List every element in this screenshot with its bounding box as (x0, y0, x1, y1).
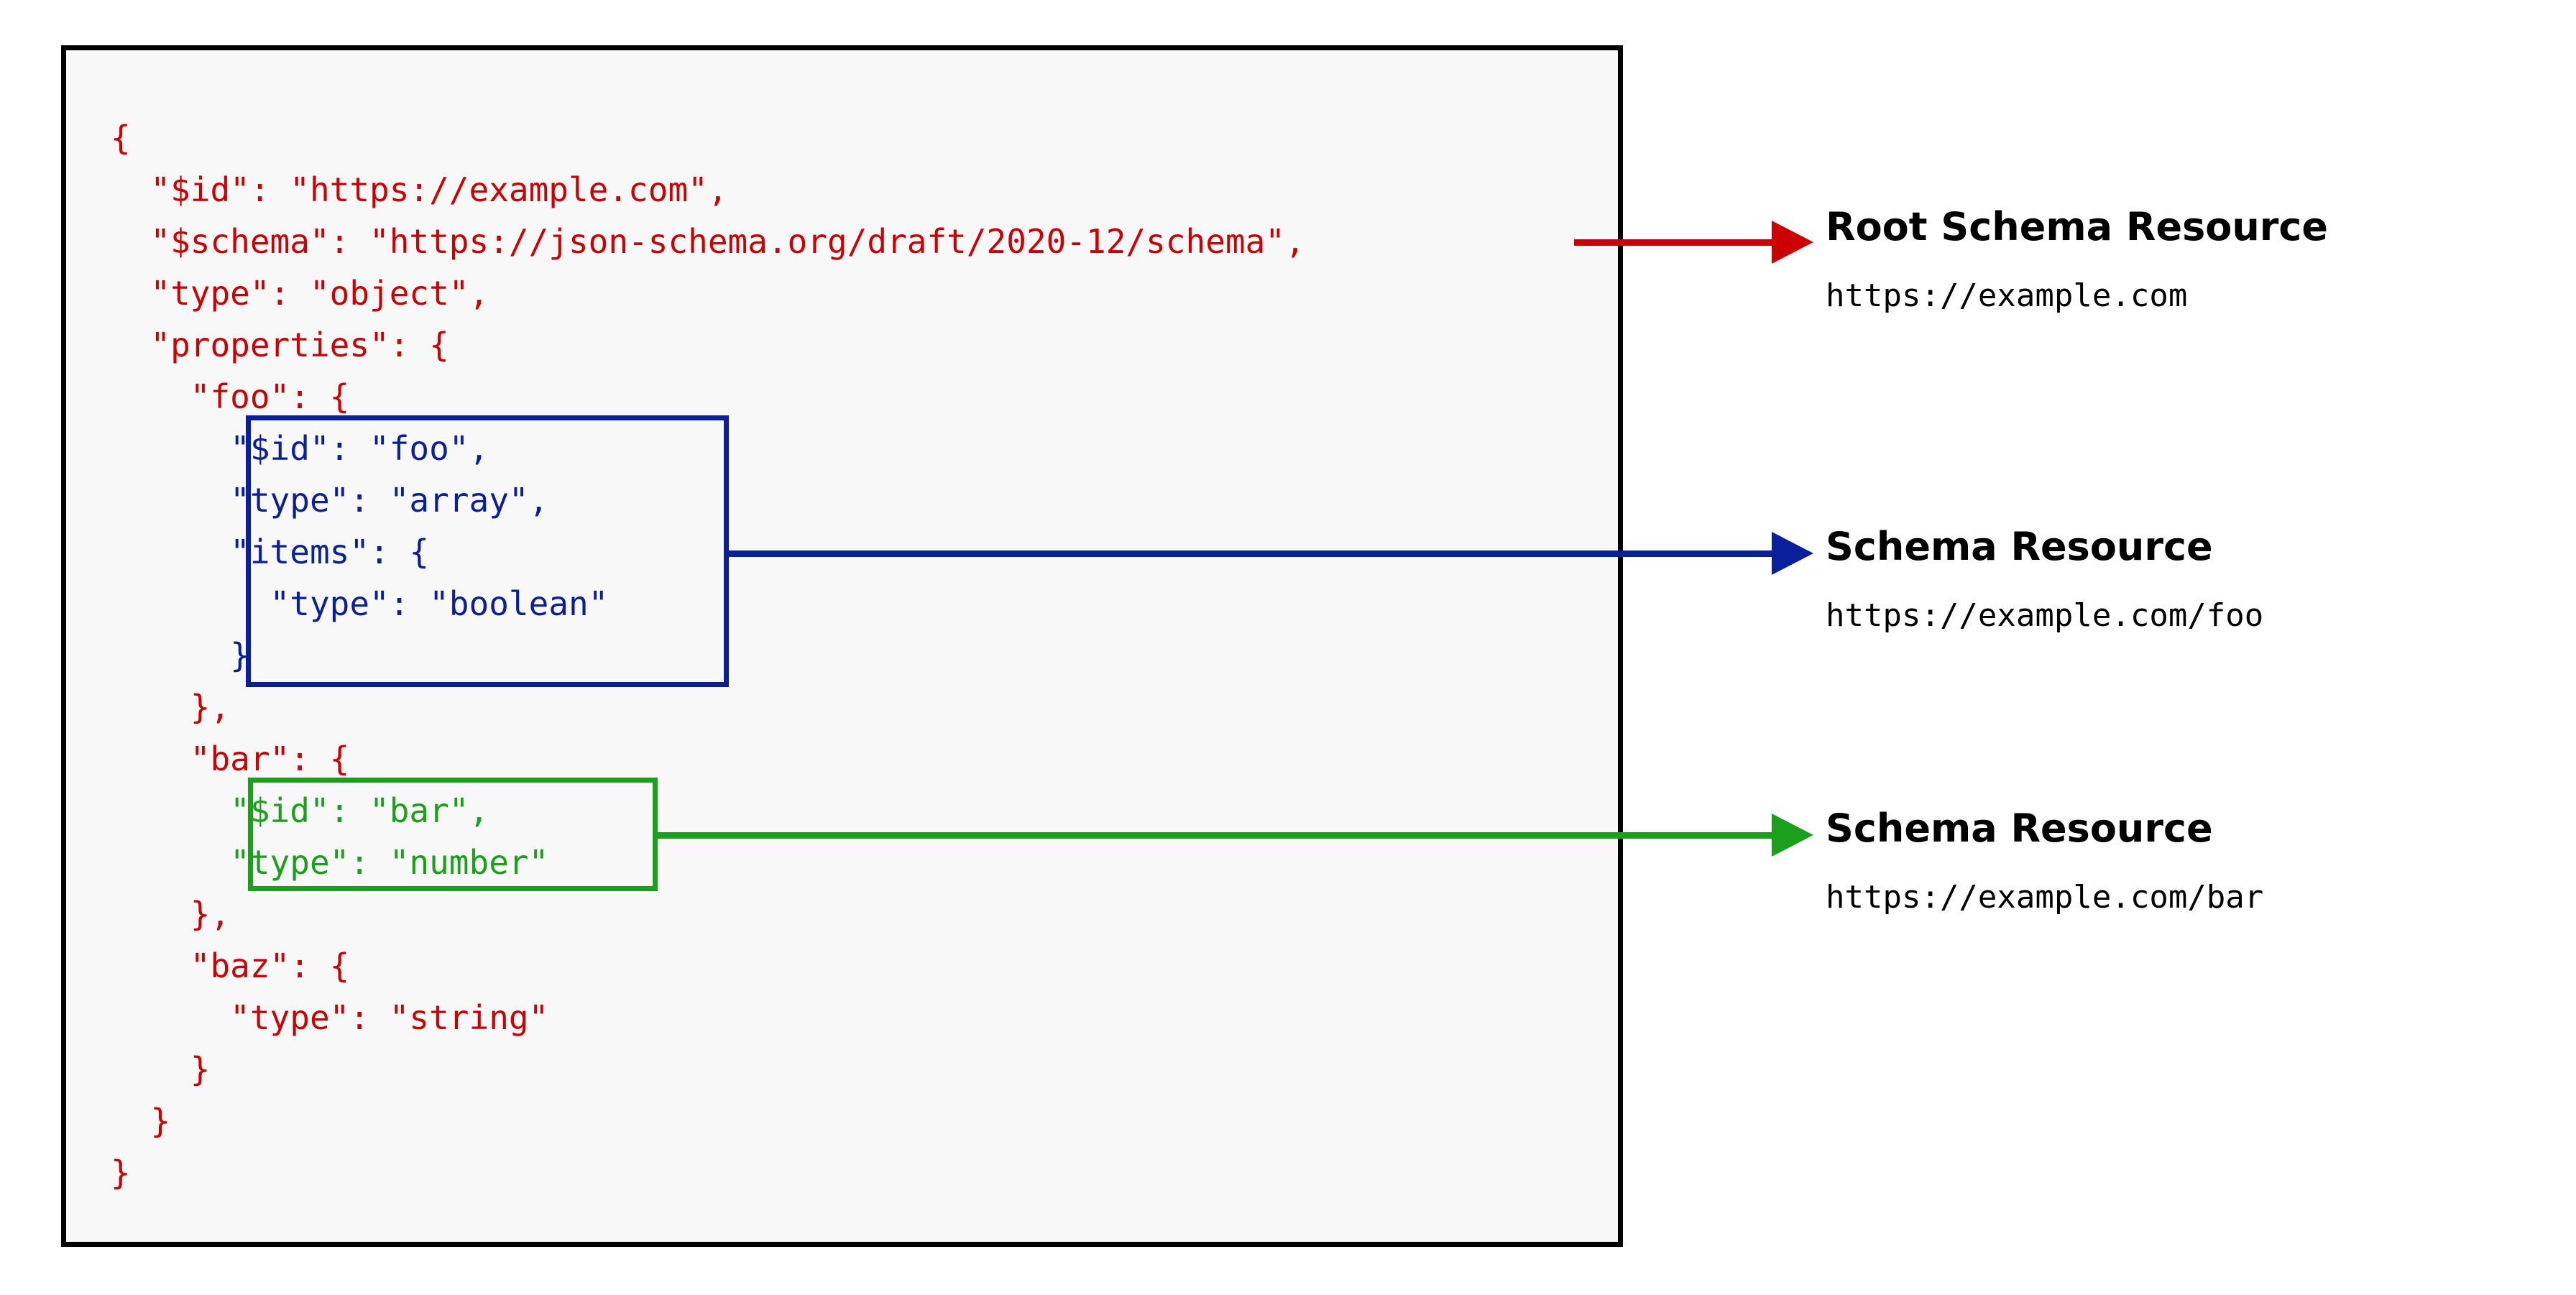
annotation-root-title: Root Schema Resource (1826, 204, 2329, 249)
code-line: "baz": { (111, 946, 350, 985)
code-line: "type": "string" (111, 998, 549, 1037)
annotation-bar: Schema Resource https://example.com/bar (1826, 806, 2263, 917)
arrow-head-foo (1772, 532, 1813, 575)
code-line: "properties": { (111, 326, 449, 364)
annotation-bar-title: Schema Resource (1826, 806, 2213, 851)
highlight-box-bar (248, 778, 658, 891)
code-line: "bar": { (111, 739, 350, 778)
code-line: "$schema": "https://json-schema.org/draf… (111, 222, 1305, 261)
arrow-head-bar (1772, 814, 1813, 857)
arrow-head-root (1772, 221, 1813, 264)
code-line: "$id": "https://example.com", (111, 170, 728, 209)
annotation-foo-url: https://example.com/foo (1826, 597, 2264, 634)
code-line: } (111, 1102, 171, 1140)
code-line: "items": { (111, 533, 430, 571)
code-line: } (111, 1153, 131, 1192)
code-panel: { "$id": "https://example.com", "$schema… (61, 45, 1623, 1247)
code-line: { (111, 119, 131, 157)
code-line: "type": "number" (111, 843, 549, 882)
code-line: }, (111, 688, 231, 727)
code-line: } (111, 1050, 211, 1089)
code-line: "type": "object", (111, 274, 489, 313)
code-line: "type": "boolean" (111, 584, 609, 623)
annotation-bar-url: https://example.com/bar (1826, 879, 2264, 916)
annotation-foo: Schema Resource https://example.com/foo (1826, 525, 2263, 635)
code-line: }, (111, 895, 231, 934)
code-line: "type": "array", (111, 481, 549, 520)
highlight-box-foo (246, 415, 729, 687)
annotation-foo-title: Schema Resource (1826, 524, 2213, 569)
annotation-root: Root Schema Resource https://example.com (1826, 205, 2328, 315)
json-schema-code: { "$id": "https://example.com", "$schema… (111, 112, 1305, 1199)
arrow-line-bar (658, 832, 1782, 839)
code-line: "foo": { (111, 377, 350, 416)
annotation-root-url: https://example.com (1826, 277, 2188, 314)
arrow-line-root (1574, 239, 1782, 246)
arrow-line-foo (729, 550, 1782, 557)
